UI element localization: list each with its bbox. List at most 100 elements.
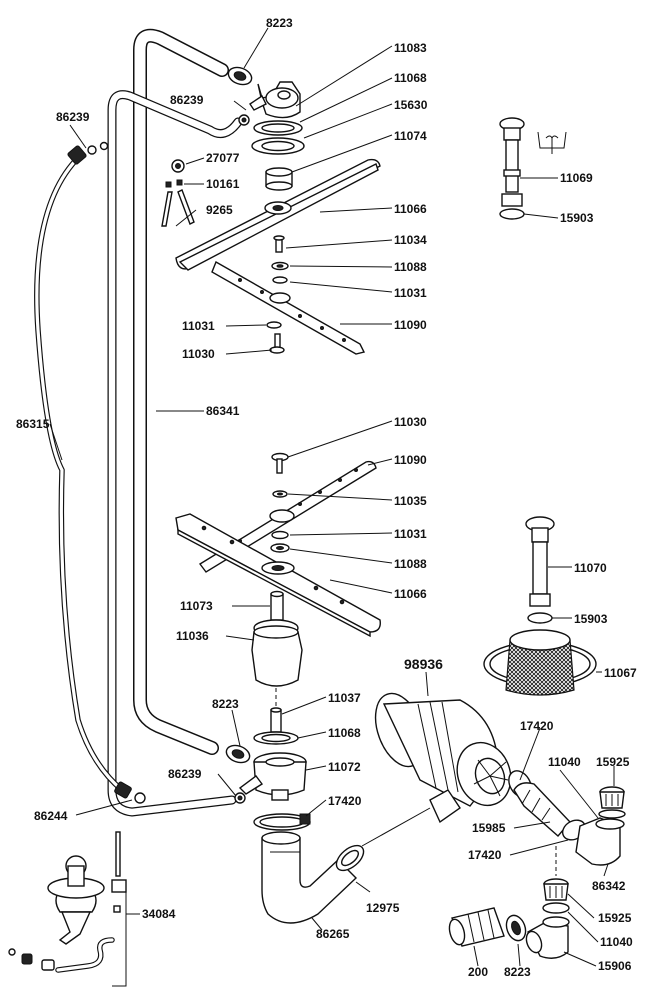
filter-insert-11070-icon	[525, 516, 555, 624]
label-11083: 11083	[394, 41, 427, 55]
label-11031-top-r: 11031	[394, 286, 427, 300]
leader-lines	[49, 27, 615, 967]
label-15630: 15630	[394, 98, 428, 112]
label-98936: 98936	[404, 656, 443, 672]
bolt-11030-lower-icon	[271, 452, 289, 474]
elbow-86342-icon	[575, 817, 625, 866]
label-17420-mid: 17420	[328, 794, 362, 808]
label-11035: 11035	[394, 494, 427, 508]
pump-motor-98936-icon	[374, 692, 512, 824]
label-86239-low: 86239	[168, 767, 202, 781]
bolt-11030-upper-icon	[269, 333, 285, 354]
label-11090-top: 11090	[394, 318, 427, 332]
label-11066-top: 11066	[394, 202, 427, 216]
upper-spray-arm-11066-icon	[175, 158, 381, 271]
label-8223-low: 8223	[504, 965, 531, 979]
cap-15925-low-icon	[543, 878, 569, 901]
label-11037: 11037	[328, 691, 361, 705]
label-86342: 86342	[592, 879, 626, 893]
label-11070: 11070	[574, 561, 607, 575]
lower-spray-arm-11066-icon	[175, 513, 381, 638]
label-15925-low: 15925	[598, 911, 632, 925]
washer-11031-lower-icon	[271, 530, 289, 540]
label-86244: 86244	[34, 809, 68, 823]
label-86265: 86265	[316, 927, 350, 941]
label-11031-low: 11031	[394, 527, 427, 541]
label-34084: 34084	[142, 907, 176, 921]
label-17420-right: 17420	[520, 719, 554, 733]
hose-clamp-8223-mid-icon	[225, 744, 251, 764]
drain-hose-86265-icon	[261, 831, 358, 924]
label-11030-top: 11030	[182, 347, 215, 361]
label-8223-top: 8223	[266, 16, 293, 30]
basin-icon	[537, 131, 567, 154]
rods-9265-icon	[161, 189, 195, 227]
label-11040-top: 11040	[548, 755, 581, 769]
label-15903-top: 15903	[560, 211, 594, 225]
label-11088-low: 11088	[394, 557, 427, 571]
filter-insert-11069-icon	[499, 117, 525, 220]
label-86315: 86315	[16, 417, 50, 431]
cap-15925-top-icon	[598, 786, 626, 819]
top-spray-hub-11083-icon	[238, 81, 301, 126]
label-10161: 10161	[206, 177, 240, 191]
label-11040-low: 11040	[600, 935, 633, 949]
gasket-11068-15630-icon	[251, 120, 305, 155]
label-86239-left: 86239	[56, 110, 90, 124]
label-11068-top: 11068	[394, 71, 427, 85]
label-11030-low: 11030	[394, 415, 427, 429]
hose-15985-icon	[513, 782, 571, 837]
hose-clamp-8223-top-icon	[227, 66, 253, 86]
label-15903-low: 15903	[574, 612, 608, 626]
washer-11031-upper-icon	[266, 276, 288, 329]
pin-11037-icon	[270, 707, 282, 733]
label-27077: 27077	[206, 151, 240, 165]
plug-27077-icon	[171, 159, 185, 173]
gasket-11068-lower-icon	[253, 731, 299, 745]
kit-34084-parts-icon	[8, 831, 127, 973]
clip-10161-icon	[165, 179, 183, 188]
upper-spray-tube-11090-icon	[211, 260, 366, 355]
label-17420-low: 17420	[468, 848, 502, 862]
label-15925-top: 15925	[596, 755, 630, 769]
hose-clamp-17420-mid-icon	[253, 813, 311, 831]
label-11067: 11067	[604, 666, 637, 680]
hose-200-icon	[448, 907, 505, 947]
nut-11074-icon	[265, 167, 293, 191]
label-11068-low: 11068	[328, 726, 361, 740]
label-86239-top: 86239	[170, 93, 204, 107]
washer-11088-lower-icon	[270, 543, 290, 553]
hose-fitting-top-icon	[67, 141, 109, 165]
label-11090-low: 11090	[394, 453, 427, 467]
label-11073: 11073	[180, 599, 213, 613]
label-15985: 15985	[472, 821, 506, 835]
label-9265: 9265	[206, 203, 233, 217]
label-11034: 11034	[394, 233, 427, 247]
kit-34084-box	[112, 892, 140, 987]
label-86341: 86341	[206, 404, 240, 418]
strainer-11067-icon	[483, 629, 597, 696]
shaft-11034-icon	[273, 235, 285, 253]
hose-fitting-bottom-icon	[114, 781, 146, 804]
ring-11040-low-icon	[542, 902, 570, 914]
label-11072: 11072	[328, 760, 361, 774]
label-200: 200	[468, 965, 488, 979]
label-11074: 11074	[394, 129, 427, 143]
label-11036: 11036	[176, 629, 209, 643]
label-12975: 12975	[366, 901, 400, 915]
sump-11072-icon	[234, 752, 307, 804]
label-8223-mid: 8223	[212, 697, 239, 711]
washer-11035-icon	[272, 490, 288, 498]
label-15906: 15906	[598, 959, 632, 973]
filter-housing-11036-icon	[251, 619, 303, 687]
washer-11088-upper-icon	[271, 261, 289, 271]
hose-clamp-8223-low-icon	[505, 914, 527, 942]
shaft-11073-icon	[270, 590, 284, 621]
label-11069: 11069	[560, 171, 593, 185]
label-11031-top-l: 11031	[182, 319, 215, 333]
label-11066-low: 11066	[394, 587, 427, 601]
elbow-15906-icon	[525, 916, 570, 959]
label-11088-top: 11088	[394, 260, 427, 274]
hose-clamp-12975-icon	[335, 844, 365, 872]
